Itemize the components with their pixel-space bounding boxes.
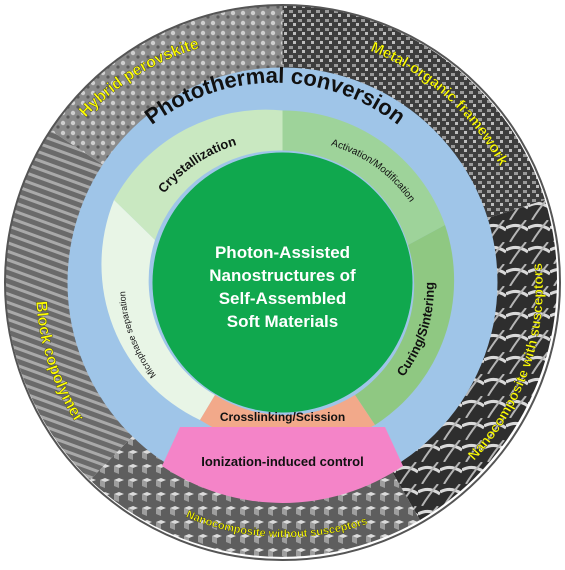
center-circle — [152, 152, 413, 413]
activation-segment — [282, 110, 445, 245]
ionization-band — [162, 427, 403, 503]
center-line-3: Self-Assembled — [219, 289, 347, 308]
center-title: Photon-Assisted Nanostructures of Self-A… — [209, 243, 356, 331]
crosslinking-label: Crosslinking/Scission — [220, 410, 345, 424]
curing-segment — [355, 225, 455, 425]
center-line-2: Nanostructures of — [209, 266, 356, 285]
microphase-segment — [101, 200, 215, 420]
ionization-label: Ionization-induced control — [201, 454, 364, 469]
center-line-4: Soft Materials — [227, 312, 338, 331]
crystallization-segment — [114, 109, 283, 240]
center-line-1: Photon-Assisted — [215, 243, 350, 262]
